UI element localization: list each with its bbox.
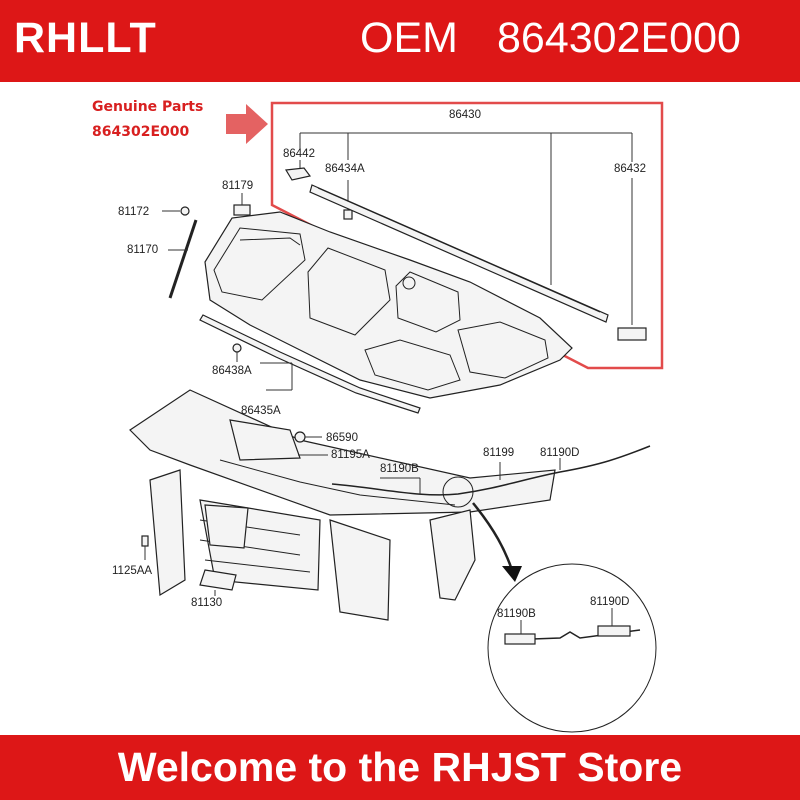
top-banner: RHLLT OEM 864302E000 <box>0 0 800 82</box>
label-81195A: 81195A <box>331 449 370 461</box>
part-81130-latch <box>204 504 249 549</box>
leader-lines-top <box>299 132 633 325</box>
label-86435A: 86435A <box>241 405 281 417</box>
header-part-number: 864302E000 <box>497 14 741 62</box>
hood-insulator-pad <box>204 211 573 399</box>
part-86442-clip <box>285 167 312 181</box>
detail-label-81190B: 81190B <box>497 608 536 620</box>
detail-arrow-icon <box>502 566 522 582</box>
label-1125AA: 1125AA <box>112 565 152 577</box>
label-86432: 86432 <box>614 163 646 175</box>
label-86438A: 86438A <box>212 365 252 377</box>
label-81190B: 81190B <box>380 463 419 475</box>
genuine-parts-label: Genuine Parts <box>92 99 204 115</box>
label-81130: 81130 <box>191 597 222 609</box>
label-81170: 81170 <box>127 244 158 256</box>
oem-label: OEM <box>360 14 458 62</box>
label-86430: 86430 <box>449 109 481 121</box>
part-86590 <box>294 431 306 443</box>
part-81179 <box>233 204 251 216</box>
part-86435A-seal <box>199 314 421 414</box>
detail-circle <box>487 563 657 733</box>
label-81179: 81179 <box>222 180 253 192</box>
label-81190D: 81190D <box>540 447 579 459</box>
welcome-text: Welcome to the RHJST Store <box>117 744 683 790</box>
part-86434A-clip <box>343 209 353 220</box>
label-86590: 86590 <box>326 432 358 444</box>
bottom-banner: Welcome to the RHJST Store <box>0 735 800 800</box>
label-81199: 81199 <box>483 447 514 459</box>
detail-origin-circle <box>442 476 474 508</box>
highlight-box <box>270 101 664 370</box>
part-81170-strut <box>168 219 198 299</box>
part-81172 <box>180 206 190 216</box>
label-86442: 86442 <box>283 148 315 160</box>
release-cable <box>331 445 651 496</box>
radiator-support-frame <box>129 389 556 621</box>
pointer-arrow-icon <box>226 104 268 144</box>
callout-part-number: 864302E000 <box>92 124 190 140</box>
part-1125AA <box>141 535 149 547</box>
detail-label-81190D: 81190D <box>590 596 629 608</box>
part-86438A <box>232 343 242 353</box>
latch-bracket <box>229 419 301 461</box>
label-81172: 81172 <box>118 206 149 218</box>
brand-name: RHLLT <box>14 14 157 62</box>
part-86432-end <box>617 327 647 341</box>
label-86434A: 86434A <box>325 163 365 175</box>
